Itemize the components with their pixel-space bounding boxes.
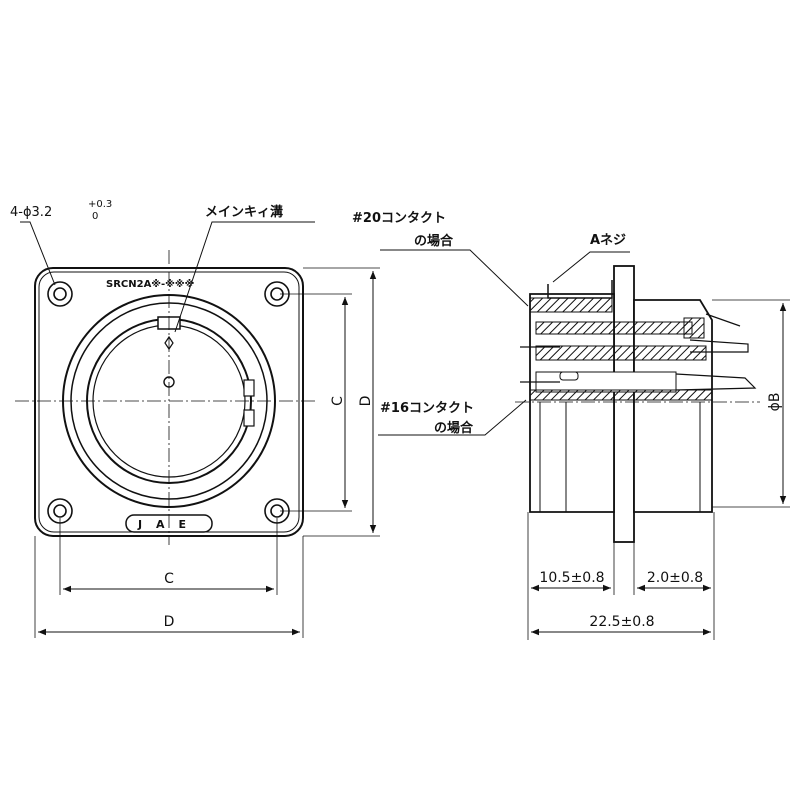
dim-2-0: 2.0±0.8 [647, 570, 703, 586]
hole-tol-upper: +0.3 [88, 199, 112, 210]
side-leader-lines [378, 249, 630, 436]
logo-text: JAE [137, 518, 200, 531]
dim-10-5: 10.5±0.8 [539, 570, 604, 586]
contact16-line1: #16コンタクト [380, 401, 474, 416]
hole-callout: 4-ϕ3.2 [10, 205, 52, 220]
section-band-3 [535, 345, 707, 361]
section-band-2 [535, 321, 693, 335]
side-dimension-lines [531, 303, 787, 636]
dim-d-vertical: D [358, 396, 374, 407]
dim-phi-b: ϕB [767, 393, 783, 412]
front-view [15, 221, 380, 638]
extension-lines [34, 267, 380, 638]
side-extension-lines [527, 299, 790, 640]
contact20-line2: の場合 [414, 233, 454, 249]
key-label: メインキィ溝 [205, 204, 283, 220]
leader-lines [20, 221, 315, 333]
dim-22-5: 22.5±0.8 [589, 614, 654, 630]
side-flange [613, 265, 635, 543]
contact20-line1: #20コンタクト [352, 211, 446, 226]
model-marking: SRCN2A※-※※※ [106, 278, 194, 290]
dim-d-horizontal: D [164, 614, 175, 630]
side-view [378, 249, 790, 640]
hole-tol-lower: 0 [92, 211, 98, 222]
centerlines [15, 250, 318, 545]
section-band-1 [529, 297, 613, 313]
thread-label: Aネジ [590, 233, 626, 248]
dim-c-horizontal: C [164, 571, 174, 587]
dim-c-vertical: C [330, 396, 346, 406]
contact16-line2: の場合 [434, 420, 474, 436]
contacts [520, 313, 757, 391]
dimension-lines [38, 271, 377, 636]
